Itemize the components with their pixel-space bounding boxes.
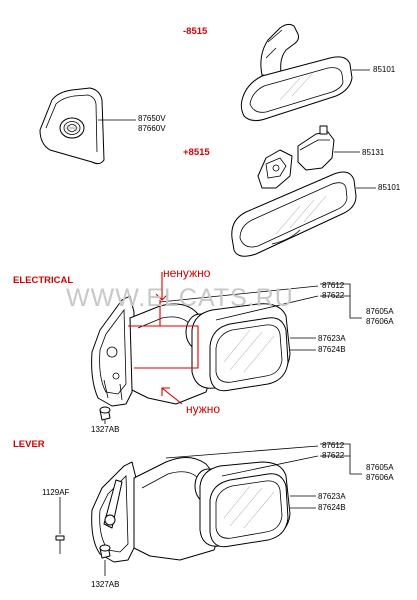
leader-e87622 (215, 295, 319, 321)
part-l87622[interactable]: 87622 (322, 451, 345, 460)
part-85101-mid[interactable]: 85101 (378, 183, 401, 192)
part-l87606a[interactable]: 87606A (366, 473, 394, 482)
part-l87623a[interactable]: 87623A (318, 492, 346, 501)
section-plus-8515: +8515 (183, 147, 210, 158)
section-lever: LEVER (13, 439, 45, 450)
annotation-needed: нужно (186, 402, 220, 416)
part-e87624b[interactable]: 87624B (318, 345, 346, 354)
red-annotation-marks (128, 272, 199, 405)
leader-l87612 (165, 445, 319, 459)
bracket-e87605a (320, 283, 362, 319)
section-electrical: ELECTRICAL (13, 275, 73, 286)
part-85131[interactable]: 85131 (362, 148, 385, 157)
part-87650v[interactable]: 87650V (138, 114, 166, 123)
part-e1327ab[interactable]: 1327AB (91, 425, 119, 434)
part-l87612[interactable]: 87612 (322, 441, 345, 450)
part-e87606a[interactable]: 87606A (366, 317, 394, 326)
watermark: WWW.ELCATS.RU (66, 284, 294, 312)
part-l87605a[interactable]: 87605A (366, 463, 394, 472)
part-l1327ab[interactable]: 1327AB (91, 580, 119, 589)
part-l87624b[interactable]: 87624B (318, 503, 346, 512)
part-e87605a[interactable]: 87605A (366, 307, 394, 316)
section-minus-8515: -8515 (183, 26, 208, 37)
part-l1129af[interactable]: 1129AF (42, 488, 70, 497)
tweeter-cover-drawing (39, 87, 105, 165)
rearview-mirror-plus-drawing (231, 125, 357, 257)
leader-e87612 (159, 285, 319, 303)
bracket-l87605a (320, 443, 362, 475)
rearview-mirror-minus-drawing (240, 23, 353, 122)
bracket-l87623a (290, 495, 316, 509)
part-e87622[interactable]: 87622 (322, 291, 345, 300)
annotation-not-needed: ненужно (163, 266, 211, 280)
part-87660v[interactable]: 87660V (138, 124, 166, 133)
part-85101-top[interactable]: 85101 (373, 65, 396, 74)
bracket-e87623a (290, 337, 316, 351)
part-e87623a[interactable]: 87623A (318, 334, 346, 343)
electrical-mirror-drawing (91, 295, 291, 421)
part-e87612[interactable]: 87612 (322, 281, 345, 290)
lever-mirror-drawing (55, 457, 291, 563)
leader-l87622 (221, 455, 319, 477)
